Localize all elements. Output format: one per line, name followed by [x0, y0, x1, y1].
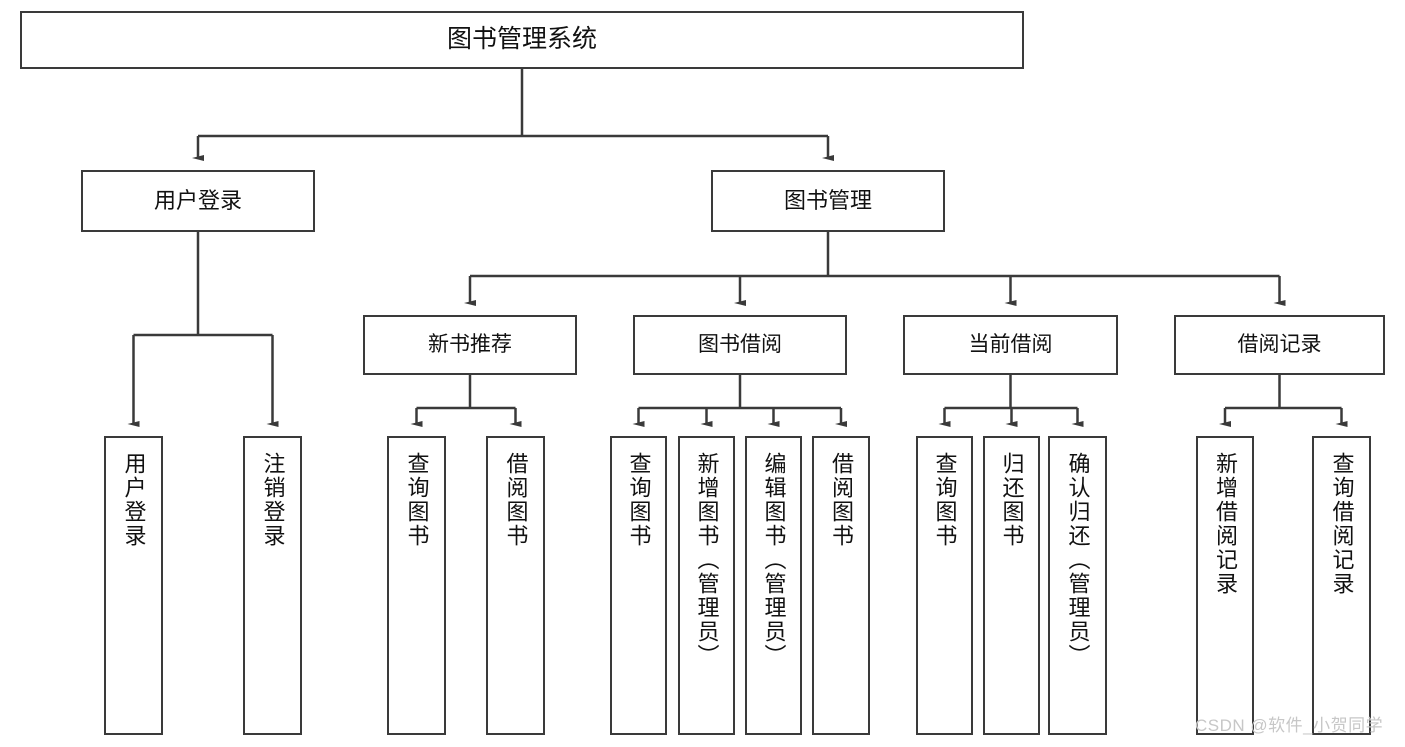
- node-label-leaf-b-query: 查询图书: [626, 452, 652, 548]
- edge-group: [127, 69, 1348, 427]
- node-leaf-c-confirm[interactable]: 确认归还（管理员）: [1048, 436, 1107, 735]
- node-label-login: 用户登录: [153, 188, 242, 214]
- node-label-root: 图书管理系统: [446, 25, 597, 54]
- node-bookmgmt[interactable]: 图书管理: [711, 170, 945, 232]
- node-leaf-b-edit[interactable]: 编辑图书（管理员）: [745, 436, 802, 735]
- node-leaf-c-return[interactable]: 归还图书: [983, 436, 1040, 735]
- node-label-leaf-logout: 注销登录: [260, 452, 286, 548]
- node-root[interactable]: 图书管理系统: [20, 11, 1024, 69]
- csdn-watermark: CSDN @软件_小贺同学: [1195, 716, 1384, 735]
- node-label-leaf-c-return: 归还图书: [999, 452, 1025, 548]
- node-leaf-b-borrow[interactable]: 借阅图书: [812, 436, 870, 735]
- node-label-leaf-c-query: 查询图书: [932, 452, 958, 548]
- node-label-leaf-r-query: 查询借阅记录: [1329, 452, 1355, 596]
- node-current[interactable]: 当前借阅: [903, 315, 1118, 375]
- node-leaf-login[interactable]: 用户登录: [104, 436, 163, 735]
- node-leaf-r-add[interactable]: 新增借阅记录: [1196, 436, 1254, 735]
- node-leaf-nr-query[interactable]: 查询图书: [387, 436, 446, 735]
- node-login[interactable]: 用户登录: [81, 170, 315, 232]
- node-label-leaf-b-edit: 编辑图书（管理员）: [761, 452, 787, 668]
- node-label-borrow: 图书借阅: [698, 332, 782, 356]
- node-newrec[interactable]: 新书推荐: [363, 315, 577, 375]
- node-label-records: 借阅记录: [1237, 332, 1322, 356]
- node-label-leaf-nr-query: 查询图书: [404, 452, 430, 548]
- node-borrow[interactable]: 图书借阅: [633, 315, 847, 375]
- node-leaf-r-query[interactable]: 查询借阅记录: [1312, 436, 1371, 735]
- node-leaf-c-query[interactable]: 查询图书: [916, 436, 973, 735]
- node-label-leaf-b-add: 新增图书（管理员）: [694, 452, 720, 668]
- node-label-leaf-login: 用户登录: [121, 452, 147, 548]
- node-leaf-nr-borrow[interactable]: 借阅图书: [486, 436, 545, 735]
- node-leaf-logout[interactable]: 注销登录: [243, 436, 302, 735]
- node-label-leaf-b-borrow: 借阅图书: [829, 452, 854, 548]
- node-label-leaf-r-add: 新增借阅记录: [1213, 452, 1238, 596]
- node-label-leaf-nr-borrow: 借阅图书: [503, 452, 529, 548]
- node-leaf-b-query[interactable]: 查询图书: [610, 436, 667, 735]
- node-label-current: 当前借阅: [968, 332, 1053, 356]
- node-records[interactable]: 借阅记录: [1174, 315, 1385, 375]
- node-label-newrec: 新书推荐: [428, 332, 512, 356]
- node-label-leaf-c-confirm: 确认归还（管理员）: [1065, 452, 1091, 668]
- node-label-bookmgmt: 图书管理: [783, 188, 872, 214]
- node-leaf-b-add[interactable]: 新增图书（管理员）: [678, 436, 735, 735]
